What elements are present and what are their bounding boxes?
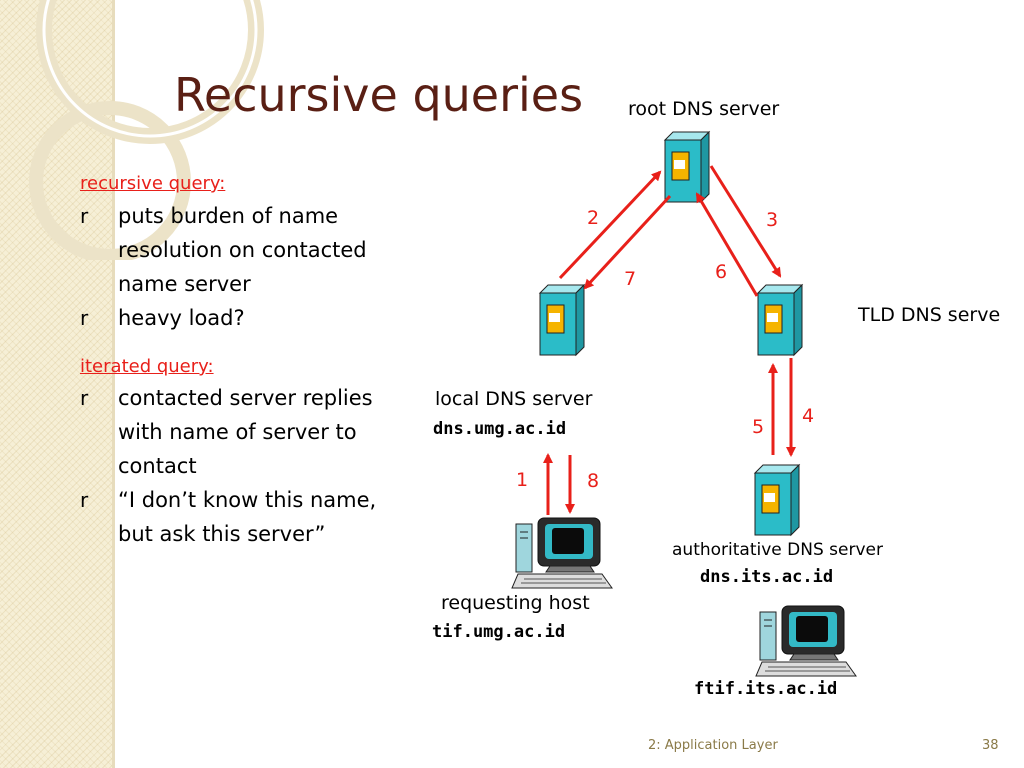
iterated-item-2-line-1: “I don’t know this name, bbox=[118, 488, 377, 512]
arrow-step-7 bbox=[583, 194, 672, 290]
requesting-host-label: requesting host bbox=[441, 592, 590, 614]
root-server-icon bbox=[664, 131, 710, 203]
bullet-glyph: r bbox=[80, 204, 89, 228]
recursive-item-1-line-1: puts burden of name bbox=[118, 204, 339, 228]
arrow-step-6 bbox=[695, 192, 759, 297]
step-number: 8 bbox=[587, 470, 600, 492]
step-number: 3 bbox=[766, 209, 779, 231]
step-number: 7 bbox=[624, 268, 637, 290]
iterated-query-heading: iterated query: bbox=[80, 356, 214, 377]
iterated-item-1-line-3: contact bbox=[118, 454, 197, 478]
step-number: 4 bbox=[802, 405, 815, 427]
recursive-query-heading: recursive query: bbox=[80, 173, 226, 194]
footer-text: 2: Application Layer bbox=[648, 738, 778, 753]
recursive-item-1-line-3: name server bbox=[118, 272, 251, 296]
local-server-icon bbox=[539, 284, 585, 356]
iterated-item-1-line-1: contacted server replies bbox=[118, 386, 373, 410]
authoritative-server-icon bbox=[754, 464, 800, 536]
tld-server-icon bbox=[757, 284, 803, 356]
local-dns-host: dns.umg.ac.id bbox=[433, 419, 567, 439]
iterated-item-1-line-2: with name of server to bbox=[118, 420, 357, 444]
iterated-item-2-line-2: but ask this server” bbox=[118, 522, 326, 546]
page-title: Recursive queries bbox=[174, 68, 584, 122]
tld-dns-label: TLD DNS serve bbox=[858, 304, 1001, 326]
bullet-glyph: r bbox=[80, 306, 89, 330]
root-dns-label: root DNS server bbox=[628, 98, 780, 120]
requesting-host-computer-icon bbox=[511, 517, 613, 589]
arrow-step-3 bbox=[709, 165, 782, 278]
step-number: 2 bbox=[587, 207, 600, 229]
page-number: 38 bbox=[982, 738, 999, 753]
recursive-item-1-line-2: resolution on contacted bbox=[118, 238, 367, 262]
local-dns-label: local DNS server bbox=[435, 388, 593, 410]
target-host-name: ftif.its.ac.id bbox=[694, 679, 838, 699]
authoritative-dns-host: dns.its.ac.id bbox=[700, 567, 834, 587]
decorative-circles bbox=[29, 0, 264, 260]
target-host-computer-icon bbox=[755, 605, 857, 677]
step-number: 1 bbox=[516, 469, 529, 491]
step-number: 5 bbox=[752, 416, 765, 438]
step-number: 6 bbox=[715, 261, 728, 283]
arrow-step-2 bbox=[558, 170, 662, 280]
bullet-glyph: r bbox=[80, 488, 89, 512]
requesting-host-name: tif.umg.ac.id bbox=[432, 622, 566, 642]
authoritative-dns-label: authoritative DNS server bbox=[672, 540, 883, 560]
stripe-border bbox=[112, 0, 115, 768]
bullet-glyph: r bbox=[80, 386, 89, 410]
recursive-item-2-line-1: heavy load? bbox=[118, 306, 245, 330]
